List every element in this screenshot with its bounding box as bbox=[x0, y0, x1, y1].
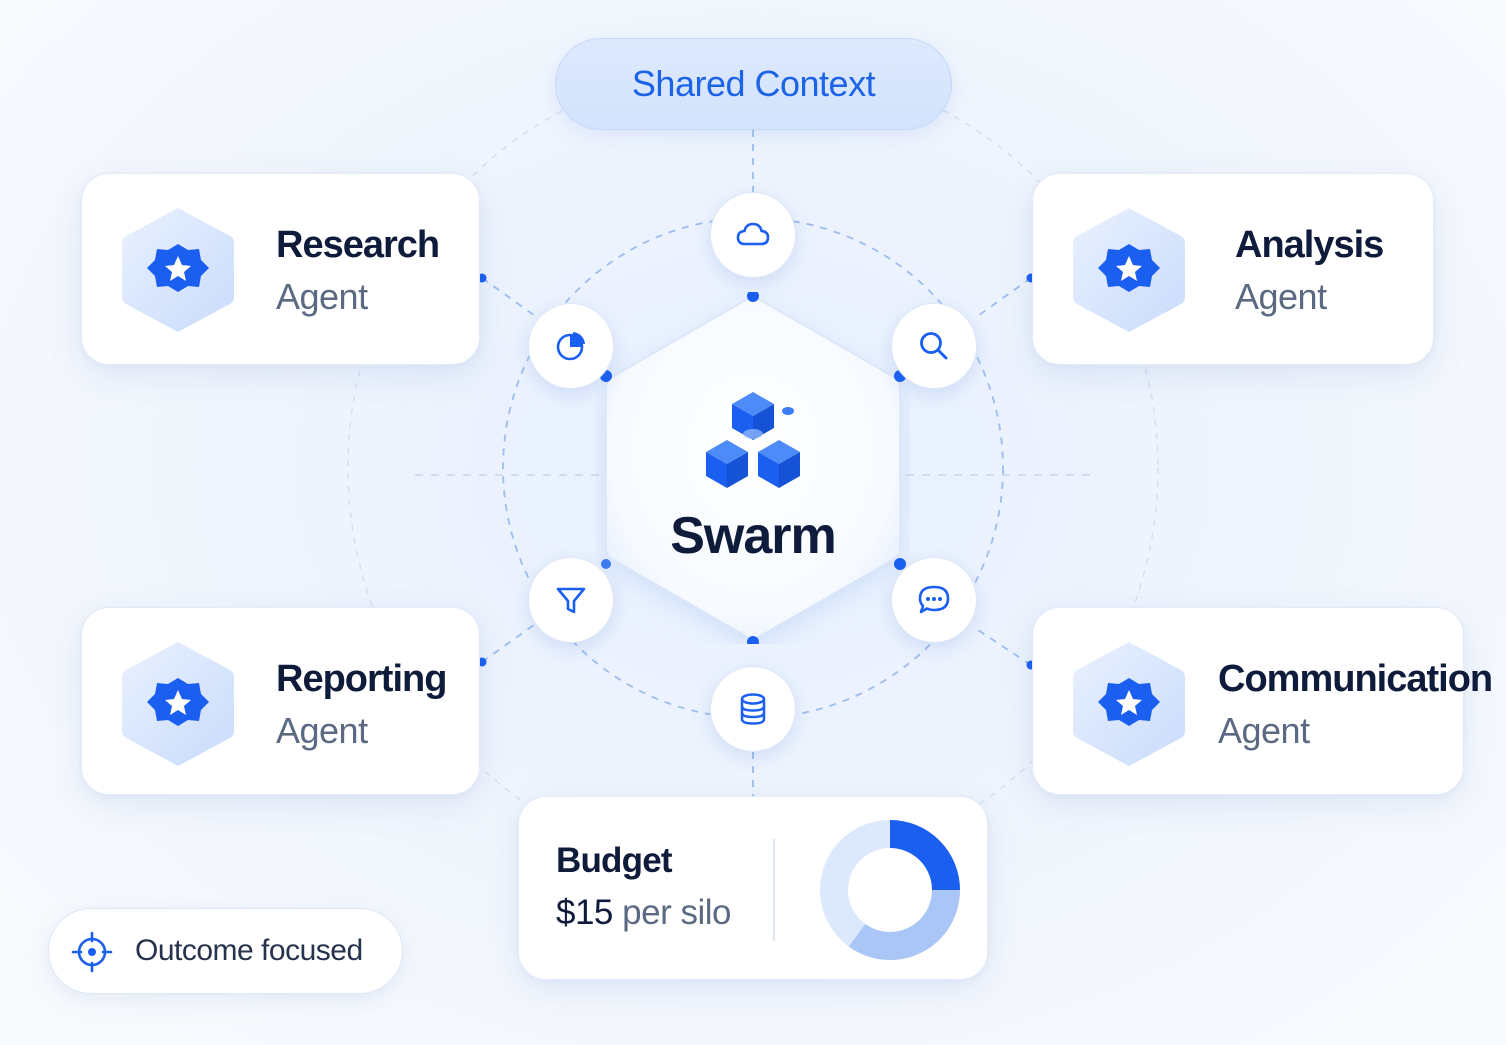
star-badge-icon bbox=[1073, 208, 1185, 332]
agent-title: Research bbox=[276, 224, 440, 266]
chat-icon bbox=[918, 585, 950, 614]
agent-subtitle: Agent bbox=[1218, 710, 1310, 751]
budget-card[interactable]: Budget $15 per silo bbox=[518, 796, 988, 980]
donut-remaining-segment bbox=[848, 889, 960, 960]
research-agent-card[interactable]: Research Agent bbox=[81, 173, 480, 365]
connector-analysis bbox=[974, 277, 1032, 319]
agent-subtitle: Agent bbox=[1235, 276, 1327, 317]
outer-orbit-ring bbox=[347, 62, 1159, 874]
budget-unit: per silo bbox=[622, 893, 731, 932]
filter-icon bbox=[556, 587, 586, 614]
connector-reporting bbox=[481, 621, 539, 663]
budget-amount: $15 bbox=[556, 893, 613, 932]
analysis-agent-card[interactable]: Analysis Agent bbox=[1032, 173, 1434, 365]
star-badge-icon bbox=[122, 208, 234, 332]
budget-title: Budget bbox=[556, 841, 673, 880]
shared-context-label: Shared Context bbox=[631, 63, 876, 104]
agent-title: Analysis bbox=[1235, 224, 1384, 266]
cubes-icon bbox=[706, 392, 800, 488]
communication-agent-card[interactable]: Communication Agent bbox=[1032, 607, 1493, 795]
database-icon bbox=[740, 693, 766, 725]
database-node[interactable] bbox=[710, 666, 796, 752]
target-icon bbox=[71, 931, 113, 973]
shared-context-pill: Shared Context bbox=[555, 38, 952, 130]
chat-node[interactable] bbox=[891, 557, 977, 643]
swarm-hub[interactable] bbox=[596, 292, 910, 644]
budget-value: $15 per silo bbox=[556, 893, 731, 933]
connector-research bbox=[481, 277, 539, 319]
outcome-label: Outcome focused bbox=[135, 934, 363, 967]
pie-chart-node[interactable] bbox=[528, 303, 614, 389]
cloud-node[interactable] bbox=[710, 192, 796, 278]
agent-subtitle: Agent bbox=[276, 710, 368, 751]
agent-title: Communication bbox=[1218, 658, 1493, 700]
donut-highlight-segment bbox=[889, 820, 960, 891]
reporting-agent-card[interactable]: Reporting Agent bbox=[81, 607, 480, 795]
agent-title: Reporting bbox=[276, 658, 447, 700]
star-badge-icon bbox=[1073, 642, 1185, 766]
star-badge-icon bbox=[122, 642, 234, 766]
agent-subtitle: Agent bbox=[276, 276, 368, 317]
filter-node[interactable] bbox=[528, 557, 614, 643]
pie-chart-icon bbox=[556, 332, 585, 361]
outcome-focused-badge[interactable]: Outcome focused bbox=[48, 908, 403, 994]
budget-divider bbox=[773, 839, 775, 941]
search-node[interactable] bbox=[891, 303, 977, 389]
budget-donut-chart bbox=[820, 820, 960, 960]
swarm-label: Swarm bbox=[670, 507, 837, 565]
cloud-icon bbox=[736, 222, 770, 246]
search-icon bbox=[920, 332, 948, 360]
connector-communication bbox=[974, 627, 1032, 666]
